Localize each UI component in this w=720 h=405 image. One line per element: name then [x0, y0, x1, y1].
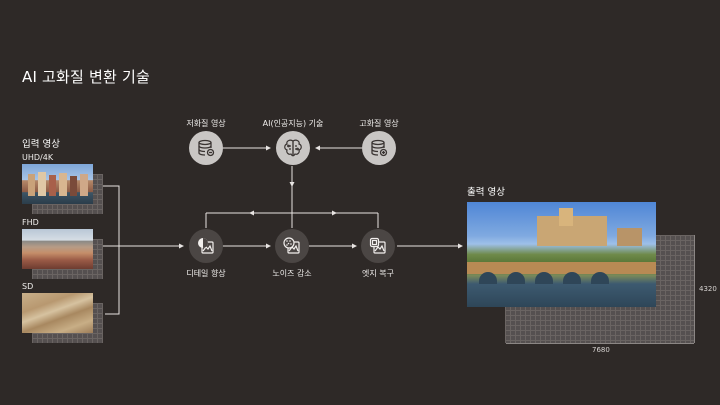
page-title: AI 고화질 변환 기술 [22, 68, 150, 86]
input-label-sd: SD [22, 282, 34, 291]
noise-reduction-label: 노이즈 감소 [272, 269, 312, 278]
detail-enhance-label: 디테일 향상 [186, 269, 226, 278]
detail-enhance-icon [198, 238, 214, 254]
input-heading: 입력 영상 [22, 139, 60, 150]
low-quality-node [189, 131, 223, 165]
input-label-fhd: FHD [22, 218, 39, 227]
database-plus-icon [371, 139, 388, 157]
detail-enhance-node [189, 229, 223, 263]
ai-tech-label: AI(인공지능) 기술 [262, 119, 324, 128]
noise-reduction-icon [283, 237, 300, 254]
noise-reduction-node [275, 229, 309, 263]
width-dimension-label: 7680 [592, 346, 610, 354]
high-quality-node [362, 131, 396, 165]
low-quality-label: 저화질 영상 [186, 119, 226, 128]
brain-icon [284, 139, 302, 157]
edge-restore-node [361, 229, 395, 263]
input-label-uhd: UHD/4K [22, 153, 54, 162]
ai-tech-node [276, 131, 310, 165]
output-heading: 출력 영상 [467, 187, 505, 198]
high-quality-label: 고화질 영상 [359, 119, 399, 128]
input-bracket-line [93, 185, 120, 315]
edge-restore-label: 엣지 복구 [362, 269, 394, 278]
edge-restore-icon [369, 237, 386, 254]
database-minus-icon [198, 139, 215, 157]
height-dimension-label: 4320 [699, 285, 717, 293]
